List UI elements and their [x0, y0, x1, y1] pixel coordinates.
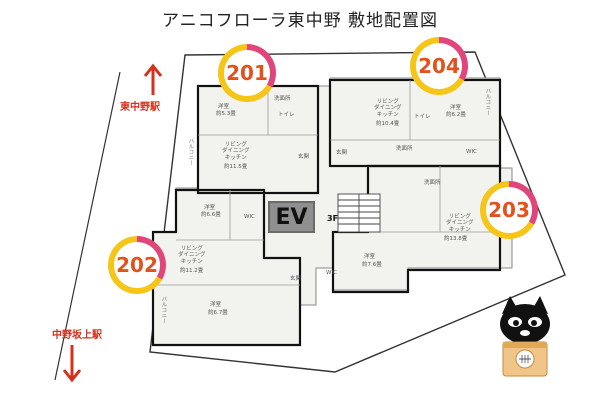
unit-number: 201 — [224, 50, 270, 96]
room-label: 洋室 — [218, 104, 230, 110]
unit-202-outline — [151, 188, 302, 347]
road-line — [54, 71, 121, 381]
room-label: WIC — [326, 270, 337, 276]
room-label: リビング ダイニング キッチン — [222, 142, 250, 161]
partition-lines — [153, 80, 500, 286]
room-size: 約5.3畳 — [216, 111, 236, 117]
room-label: トイレ — [278, 112, 295, 118]
room-label: 洋室 — [210, 302, 222, 308]
floor-label: 3F — [327, 214, 339, 223]
station-label-higashinakano: 東中野駅 — [120, 102, 160, 113]
room-label: WIC — [244, 214, 255, 220]
room-label: 洗面所 — [396, 146, 413, 152]
room-size: 約13.8畳 — [444, 236, 468, 242]
unit-badge-204: 204 — [410, 37, 468, 95]
room-label: WIC — [466, 149, 477, 155]
unit-number: 202 — [114, 242, 160, 288]
balcony-label: バルコニー — [160, 296, 167, 324]
page-title: アニコフローラ東中野 敷地配置図 — [161, 11, 439, 31]
room-label: リビング ダイニング キッチン — [374, 99, 402, 118]
room-label: 洋室 — [364, 254, 376, 260]
unit-badge-203: 203 — [480, 181, 538, 239]
room-size: 約6.7畳 — [208, 310, 228, 316]
room-size: 約10.4畳 — [376, 121, 400, 127]
room-size: 約7.6畳 — [362, 262, 382, 268]
down-arrow-icon — [62, 345, 82, 383]
stairs-icon — [337, 193, 381, 233]
room-label: 洋室 — [204, 205, 216, 211]
unit-number: 204 — [416, 43, 462, 89]
room-label: 玄関 — [298, 154, 310, 160]
room-label: 洗面所 — [424, 180, 441, 186]
balcony-label: バルコニー — [484, 88, 491, 116]
room-label: リビング ダイニング キッチン — [178, 246, 206, 265]
black-cat-mascot-icon — [500, 296, 550, 377]
room-label: 洗面所 — [274, 96, 291, 102]
unit-badge-201: 201 — [218, 44, 276, 102]
balcony-label: バルコニー — [187, 138, 194, 166]
station-label-nakanosakaue: 中野坂上駅 — [52, 330, 102, 341]
up-arrow-icon — [143, 63, 163, 95]
elevator-label: EV — [268, 201, 315, 233]
unit-badge-202: 202 — [108, 236, 166, 294]
room-size: 約6.6畳 — [201, 212, 221, 218]
room-label: 玄関 — [336, 150, 348, 156]
unit-number: 203 — [486, 187, 532, 233]
room-label: リビング ダイニング キッチン — [446, 214, 474, 233]
room-label: 洋室 — [450, 105, 462, 111]
room-label: トイレ — [414, 114, 431, 120]
room-size: 約11.2畳 — [180, 268, 204, 274]
room-label: 玄関 — [290, 276, 302, 282]
room-size: 約11.5畳 — [224, 164, 248, 170]
room-size: 約6.2畳 — [446, 112, 466, 118]
